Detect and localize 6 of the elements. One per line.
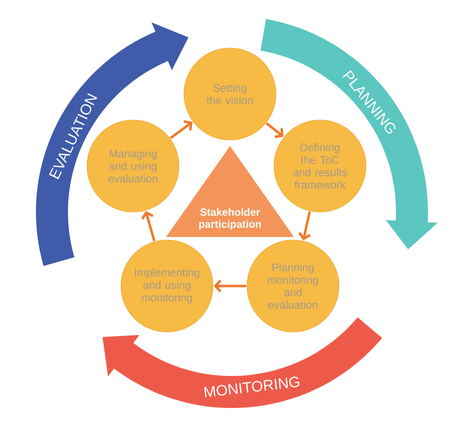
chevron-arrow [170, 120, 192, 140]
chevron-arrow [266, 122, 284, 138]
chevron-arrow [298, 211, 311, 240]
curved-arrow-band: MONITORING [102, 317, 382, 408]
chevron-arrow [141, 211, 156, 242]
chevron-arrow [214, 280, 246, 292]
